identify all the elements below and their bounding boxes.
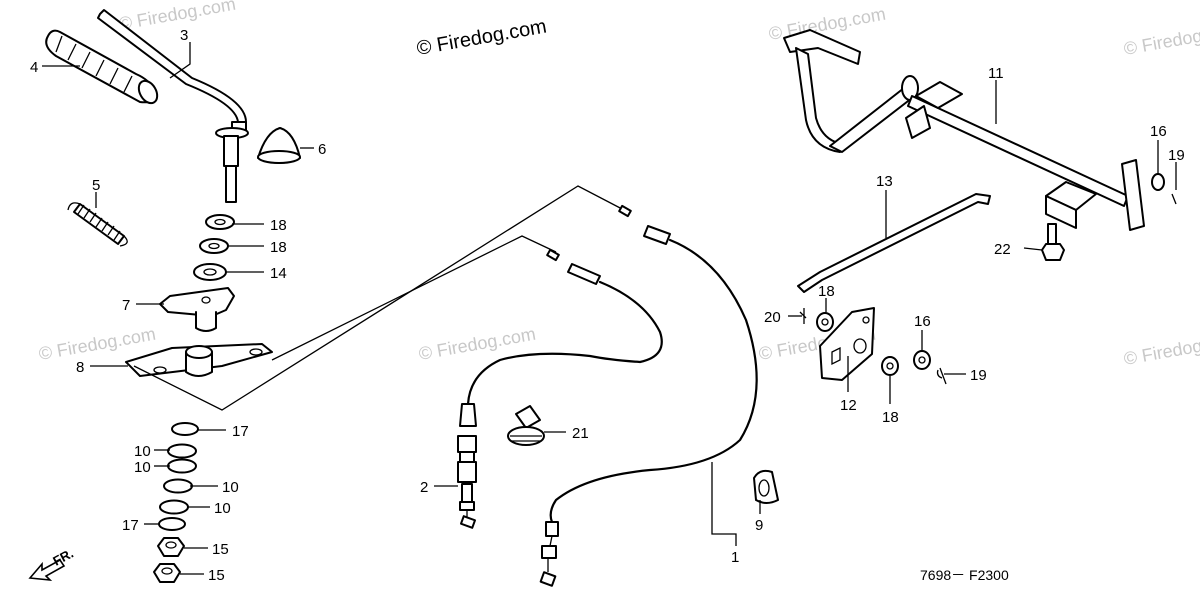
callout-2: 2: [420, 479, 428, 496]
base-plate: [125, 343, 273, 377]
callout-20: 20: [764, 309, 781, 326]
callout-14: 14: [270, 265, 287, 282]
lever-grip: [45, 29, 159, 105]
cotter-pin: [936, 367, 947, 385]
washer: [816, 312, 834, 332]
washer: [199, 238, 229, 254]
cable-1: [539, 204, 758, 587]
callout-5: 5: [92, 177, 100, 194]
leader-line: [271, 235, 557, 361]
washer: [167, 443, 197, 459]
washer: [171, 422, 199, 436]
callout-7: 7: [122, 297, 130, 314]
lever-rod: [97, 9, 249, 203]
callout-19a: 19: [1168, 147, 1185, 164]
pedal-shaft: [783, 29, 1145, 231]
watermark: © Firedog.com: [1122, 19, 1200, 59]
callout-21: 21: [572, 425, 589, 442]
callout-10c: 10: [222, 479, 239, 496]
callout-18a: 18: [270, 217, 287, 234]
nut: [157, 537, 185, 557]
washer: [167, 458, 197, 474]
link-plate: [819, 307, 875, 381]
callout-15b: 15: [208, 567, 225, 584]
diagram-code: 7698－ F2300: [920, 567, 1009, 583]
callout-16a: 16: [1150, 123, 1167, 140]
watermark: © Firedog.com: [1122, 329, 1200, 369]
callout-6: 6: [318, 141, 326, 158]
nut: [153, 563, 181, 583]
cable-clip: [507, 405, 545, 446]
grommet: [753, 469, 779, 504]
washer: [159, 499, 189, 515]
callout-22: 22: [994, 241, 1011, 258]
leader-line: [133, 185, 625, 411]
watermark: © Firedog.com: [417, 324, 537, 364]
lever-bracket: [159, 287, 235, 332]
callout-19b: 19: [970, 367, 987, 384]
connecting-rod: [797, 193, 991, 293]
callout-10d: 10: [214, 500, 231, 517]
cotter-pin: [799, 308, 807, 324]
callout-18c: 18: [818, 283, 835, 300]
flange-bolt: [1041, 223, 1065, 261]
callout-10a: 10: [134, 443, 151, 460]
washer: [913, 350, 931, 370]
callout-15a: 15: [212, 541, 229, 558]
callout-1: 1: [731, 549, 739, 566]
callout-8: 8: [76, 359, 84, 376]
callout-3: 3: [180, 27, 188, 44]
spring: [67, 202, 128, 247]
cotter-pin: [1171, 193, 1177, 205]
washer: [881, 356, 899, 376]
washer: [1151, 173, 1165, 191]
leader-lines: [42, 42, 1177, 575]
cable-2: [457, 248, 663, 529]
callout-9: 9: [755, 517, 763, 534]
washer: [163, 478, 193, 494]
callout-16b: 16: [914, 313, 931, 330]
washer: [205, 214, 235, 230]
callout-17b: 17: [122, 517, 139, 534]
rubber-boot: [257, 127, 301, 164]
washer: [158, 517, 186, 531]
callout-4: 4: [30, 59, 38, 76]
callout-13: 13: [876, 173, 893, 190]
callout-18b: 18: [270, 239, 287, 256]
watermark: © Firedog.com: [117, 0, 237, 34]
callout-11: 11: [988, 65, 1004, 82]
washer: [193, 263, 227, 281]
callout-10b: 10: [134, 459, 151, 476]
callout-18d: 18: [882, 409, 899, 426]
watermark-main: © Firedog.com: [415, 15, 548, 59]
callout-12: 12: [840, 397, 857, 414]
front-direction-arrow: FR.: [28, 546, 76, 582]
callout-17a: 17: [232, 423, 249, 440]
